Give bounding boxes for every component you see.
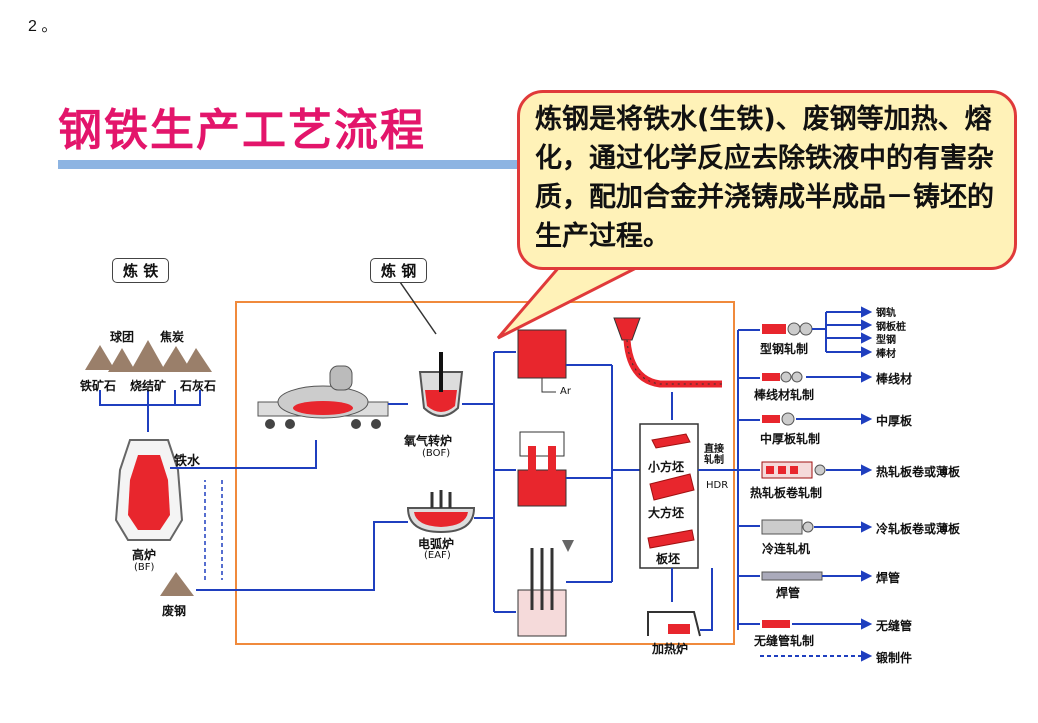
torpedo-car-icon [257, 365, 389, 429]
product-cold-coil: 冷轧板卷或薄板 [876, 522, 961, 536]
label-blast-furnace: 高炉 [132, 548, 157, 562]
hot-metal-line [170, 440, 317, 469]
product-forging: 锻制件 [876, 651, 913, 665]
eaf-furnace-icon [406, 490, 476, 534]
raw-material-piles [85, 340, 212, 596]
label-bof: 氧气转炉 [404, 434, 453, 448]
label-bloom: 大方坯 [648, 506, 685, 520]
label-limestone: 石灰石 [180, 379, 217, 393]
product-rail: 钢轨 [876, 308, 896, 319]
product-sheet-pile: 钢板桩 [876, 322, 906, 333]
product-hot-coil: 热轧板卷或薄板 [876, 465, 961, 479]
label-scrap: 废钢 [162, 604, 187, 618]
label-slab: 板坯 [656, 552, 681, 566]
product-wire-rod: 棒线材 [876, 372, 913, 386]
blast-furnace-icon [114, 439, 184, 541]
label-section-mill: 型钢轧制 [760, 342, 809, 356]
label-cold-mill: 冷连轧机 [762, 542, 811, 556]
rolling-distribution-bus [698, 330, 739, 630]
rh-degasser-icon [517, 431, 567, 507]
steelmaking-area-box [235, 301, 735, 645]
wire-mill-icon [762, 371, 803, 383]
product-bar: 棒材 [876, 349, 896, 360]
page-number: 2 。 [28, 18, 58, 35]
callout-box [517, 90, 1017, 270]
label-seamless-mill: 无缝管轧制 [754, 634, 815, 648]
bloom-shape [649, 473, 695, 501]
label-hdr: 直接轧制 [704, 444, 724, 466]
stage-tag-ironmaking: 炼 铁 [112, 258, 170, 283]
label-plate-mill: 中厚板轧制 [760, 432, 821, 446]
cold-mill-icon [761, 519, 814, 535]
label-blast-furnace-en: (BF) [134, 562, 155, 573]
label-small-billet: 小方坯 [648, 460, 685, 474]
section-mill-icon [762, 322, 813, 336]
label-ar: Ar [560, 386, 571, 397]
seamless-mill-icon [762, 620, 790, 628]
label-hot-metal: 铁水 [174, 454, 201, 469]
product-section-steel: 型钢 [876, 335, 896, 346]
reheat-furnace-icon [647, 611, 701, 637]
label-coke: 焦炭 [160, 330, 185, 344]
label-bof-en: (BOF) [422, 448, 451, 459]
label-wire-mill: 棒线材轧制 [754, 388, 815, 402]
title-underline [58, 160, 618, 169]
label-pellet: 球团 [110, 330, 135, 344]
raw-material-feed-line [99, 390, 201, 420]
product-welded-pipe: 焊管 [876, 571, 901, 585]
label-hot-strip-mill: 热轧板卷轧制 [750, 486, 823, 500]
continuous-caster-icon [613, 317, 722, 388]
lf-furnace-icon [517, 540, 574, 637]
label-eaf: 电弧炉 [418, 537, 455, 551]
label-iron-ore: 铁矿石 [80, 379, 117, 393]
label-hdr-en: HDR [706, 480, 729, 491]
hot-strip-mill-icon [761, 461, 826, 479]
slab-shape [647, 529, 695, 549]
refining-to-caster-line [566, 364, 613, 583]
label-eaf-en: (EAF) [424, 550, 451, 561]
weld-pipe-icon [761, 571, 823, 581]
callout-text: 炼钢是将铁水(生铁)、废钢等加热、熔化，通过化学反应去除铁液中的有害杂质，配加合… [535, 104, 994, 252]
page-title: 钢铁生产工艺流程 [58, 105, 426, 156]
label-weld-pipe-mill: 焊管 [776, 586, 801, 600]
ladle-ar-icon [517, 329, 567, 393]
stage-tag-steelmaking: 炼 钢 [370, 258, 428, 283]
bof-converter-icon [418, 352, 464, 417]
scrap-line [196, 521, 408, 591]
product-plate: 中厚板 [876, 414, 913, 428]
product-seamless-pipe: 无缝管 [876, 619, 913, 633]
label-sinter: 烧结矿 [130, 379, 167, 393]
label-reheat-furnace: 加热炉 [652, 642, 689, 656]
plate-mill-icon [762, 412, 795, 426]
small-billet-shape [651, 433, 691, 449]
